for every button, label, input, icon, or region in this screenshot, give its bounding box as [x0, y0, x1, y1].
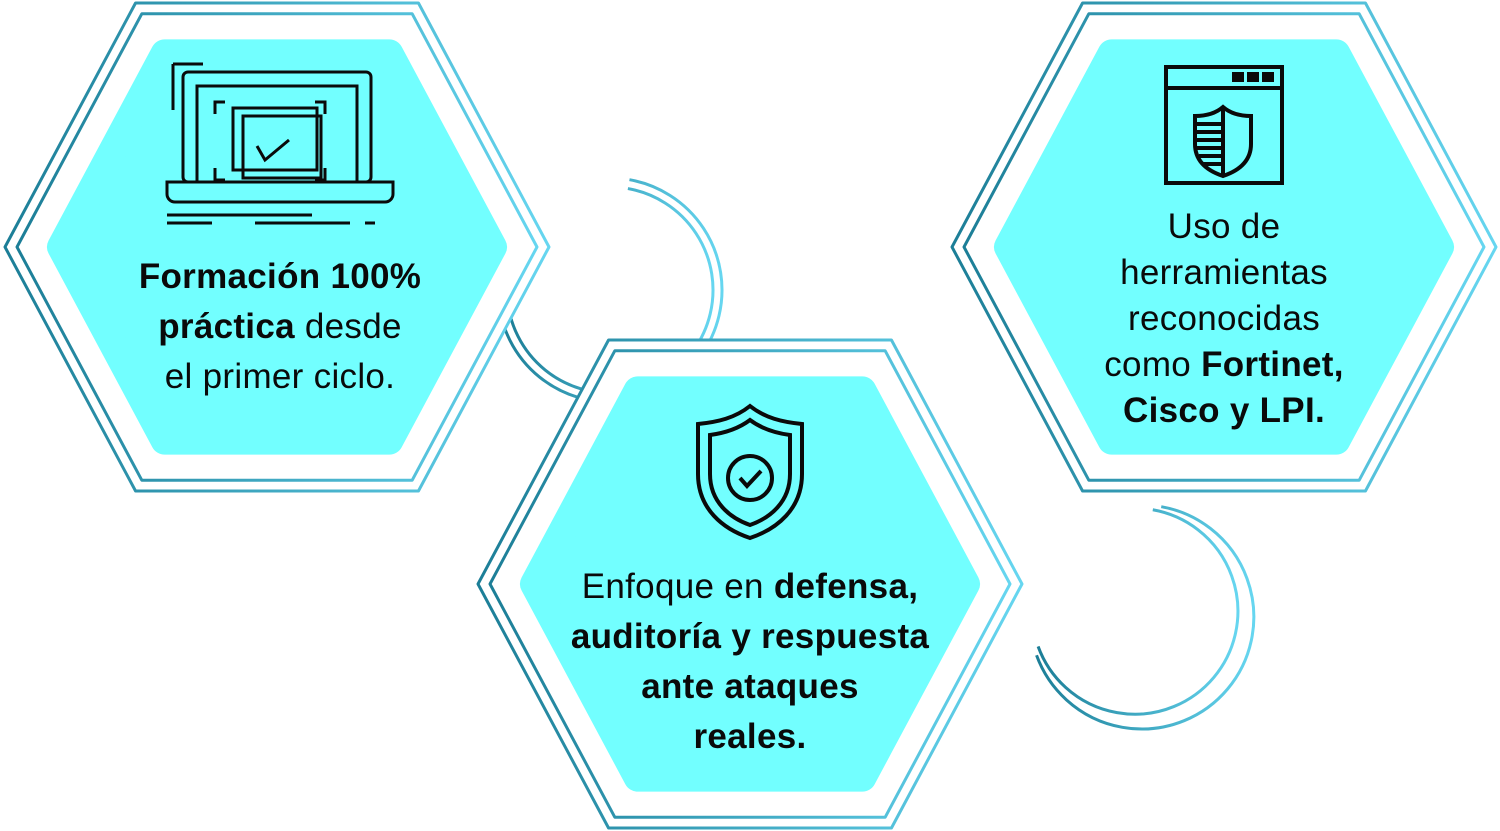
bold-text: ante ataques — [641, 667, 859, 706]
bold-text: Formación 100% — [138, 257, 422, 296]
bold-text: práctica — [158, 307, 295, 346]
bold-text: Fortinet, — [1201, 345, 1344, 384]
connector-arc — [1036, 508, 1240, 716]
hexagon-inner-border — [15, 12, 539, 482]
laptop-check-icon — [165, 62, 395, 225]
browser-shield-icon — [1164, 65, 1284, 185]
hexagon-fill — [520, 376, 980, 792]
card-defense-focus: Enfoque en defensa, auditoría y respuest… — [540, 402, 960, 762]
hexagon-inner-border — [962, 12, 1486, 482]
card-text: Uso de herramientas reconocidas como For… — [1104, 204, 1344, 434]
text: Uso de — [1167, 207, 1281, 246]
card-text: Enfoque en defensa, auditoría y respuest… — [571, 562, 929, 762]
text: como — [1104, 345, 1202, 384]
hexagon-fill — [994, 39, 1454, 455]
card-text: Formación 100% práctica desde el primer … — [139, 252, 421, 402]
bold-text: auditoría y respuesta — [570, 617, 930, 656]
text: el primer ciclo. — [164, 357, 396, 396]
card-recognized-tools: Uso de herramientas reconocidas como For… — [1024, 64, 1424, 434]
shield-check-icon — [696, 403, 804, 541]
bold-text: reales. — [693, 717, 807, 756]
hexagon-fill — [47, 39, 507, 455]
connector-arc — [1035, 505, 1256, 731]
text: herramientas — [1120, 253, 1328, 292]
hexagon-inner-border — [488, 349, 1012, 819]
text: desde — [294, 307, 402, 346]
card-practical-training: Formación 100% práctica desde el primer … — [80, 60, 480, 402]
bold-text: defensa, — [773, 567, 919, 606]
bold-text: Cisco y LPI. — [1123, 391, 1325, 430]
text: Enfoque en — [581, 567, 774, 606]
text: reconocidas — [1127, 299, 1321, 338]
